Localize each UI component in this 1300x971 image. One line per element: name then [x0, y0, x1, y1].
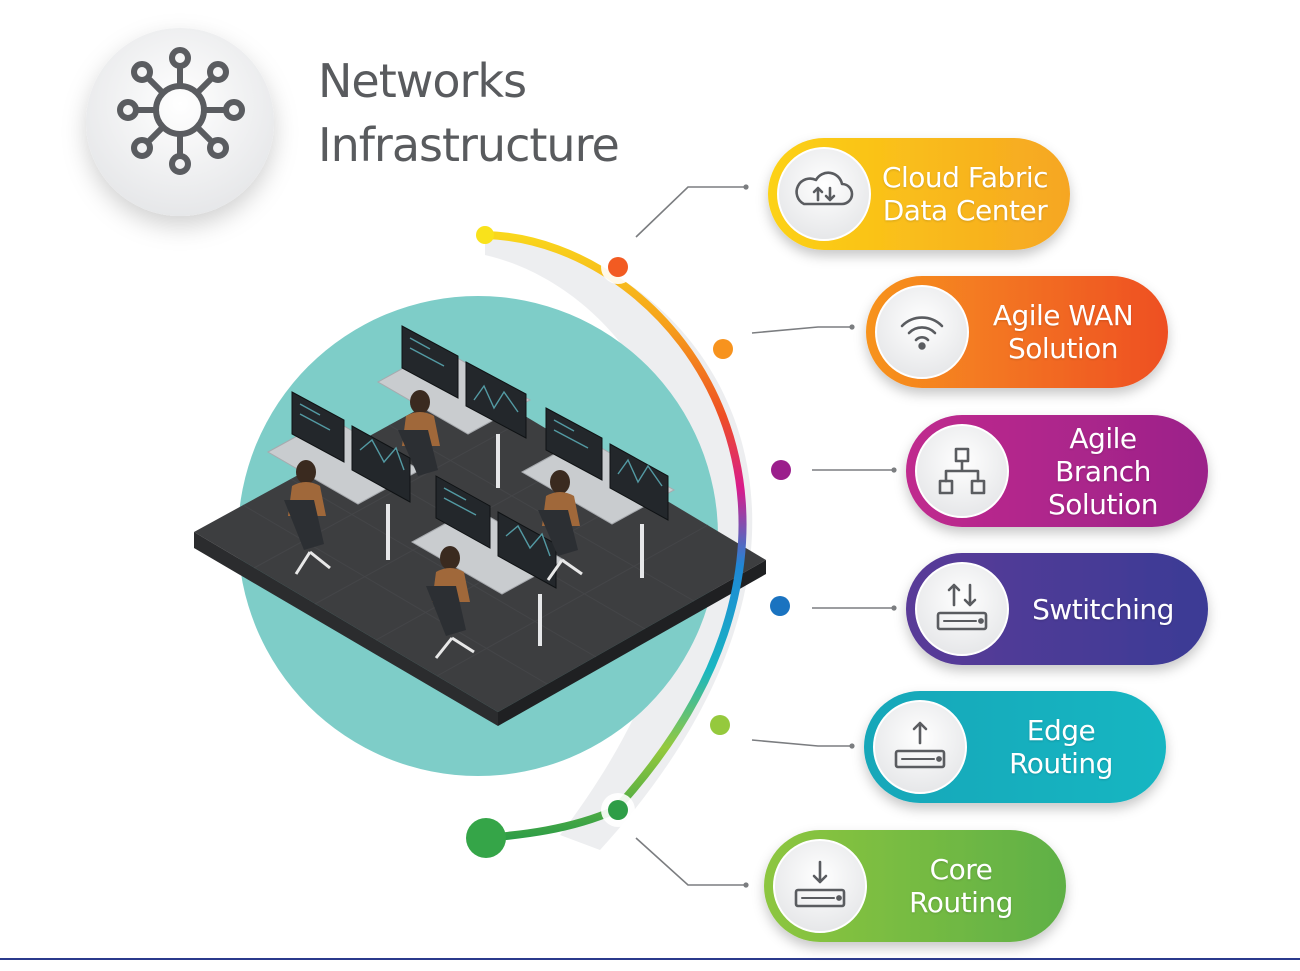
pill-label-line: Data Center — [882, 194, 1048, 227]
pill-label-line: Routing — [909, 886, 1013, 919]
service-pill-4 — [906, 553, 1208, 665]
connector-dot-4 — [891, 605, 897, 611]
icon-button — [777, 147, 871, 241]
service-pill-3 — [906, 415, 1208, 527]
edge-router-icon — [894, 721, 946, 769]
connector-lines — [635, 184, 897, 888]
pill-label-line: Branch — [1055, 454, 1151, 488]
connector-dot-2 — [849, 324, 855, 330]
office-illustration — [194, 296, 766, 776]
arc-shadow — [485, 235, 753, 850]
pill-label-line: Solution — [1047, 487, 1159, 521]
arc-nodes — [601, 250, 798, 827]
network-nodes-icon — [117, 47, 245, 175]
connector-dot-6 — [743, 882, 749, 888]
screen-content — [299, 337, 663, 557]
pill-label-line: Agile WAN — [992, 299, 1134, 332]
connector-dot-1 — [743, 184, 749, 190]
pill-label-line: Swtitching — [1032, 592, 1174, 626]
wifi-icon — [900, 316, 944, 350]
service-pill-6 — [764, 830, 1066, 942]
network-emblem — [86, 28, 274, 216]
connector-2 — [751, 326, 852, 334]
arc-node-core-3 — [771, 460, 791, 480]
arc-node-core-4 — [770, 596, 790, 616]
arc-node-core-5 — [710, 715, 730, 735]
icon-button — [773, 839, 867, 933]
pill-label-line: Cloud Fabric — [881, 161, 1049, 194]
cloud-sync-icon — [795, 171, 854, 206]
title-line-2: Infrastructure — [318, 118, 620, 172]
connector-5 — [751, 739, 852, 747]
icon-button — [875, 285, 969, 379]
pill-label-line: Routing — [1009, 747, 1113, 780]
arc-node-core-6 — [608, 800, 628, 820]
service-pill-2 — [866, 276, 1168, 388]
service-pill-1 — [768, 138, 1070, 250]
connector-dot-5 — [849, 743, 855, 749]
pill-label-4: Swtitching — [1014, 553, 1192, 665]
pill-label-line: Edge — [1026, 714, 1096, 747]
arc-start-dot — [476, 226, 494, 244]
service-pills — [764, 138, 1208, 942]
arc-node-core-1 — [608, 257, 628, 277]
pill-label-line: Agile — [1069, 421, 1137, 455]
arc-end-dot — [466, 818, 506, 858]
icon-button — [873, 700, 967, 794]
connector-1 — [635, 186, 746, 238]
title-line-1: Networks — [318, 54, 527, 108]
connector-dot-3 — [891, 467, 897, 473]
operators — [284, 390, 583, 659]
service-pill-5 — [864, 691, 1166, 803]
icon-button — [915, 562, 1009, 656]
network-hierarchy-icon — [938, 447, 986, 495]
core-router-icon — [794, 860, 846, 908]
bottom-rule — [0, 958, 1300, 960]
desk-legs — [386, 434, 644, 646]
connector-6 — [635, 837, 746, 886]
arc-node-core-2 — [713, 339, 733, 359]
pill-label-line: Core — [929, 853, 993, 886]
pill-label-line: Solution — [1007, 332, 1119, 365]
switch-icon — [936, 583, 988, 631]
